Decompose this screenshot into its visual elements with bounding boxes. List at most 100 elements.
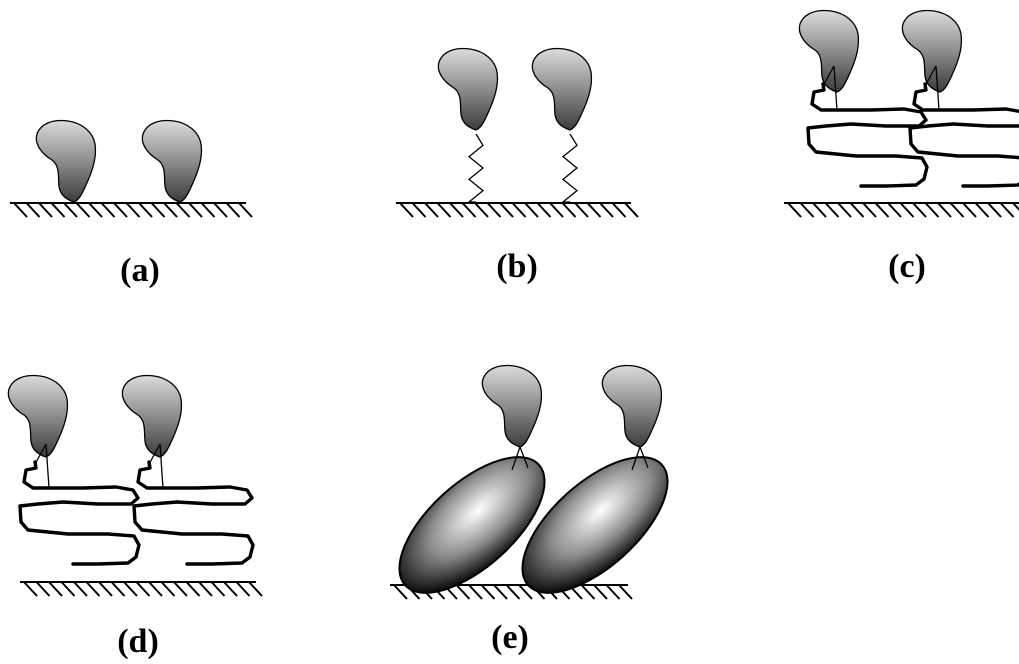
hatch-mark — [812, 202, 827, 218]
spacer-chain — [561, 133, 579, 203]
hatch-mark — [150, 202, 166, 218]
protein-blob-icon — [7, 374, 69, 458]
hatch-mark — [837, 202, 852, 218]
hatch-mark — [98, 581, 113, 597]
hatch-mark — [511, 202, 527, 218]
hatch-mark — [225, 202, 241, 218]
hatch-mark — [200, 202, 216, 218]
hatch-mark — [110, 581, 126, 597]
hatch-mark — [561, 202, 577, 218]
hatch-mark — [411, 202, 427, 218]
hatch-mark — [35, 581, 51, 597]
hatch-mark — [611, 202, 627, 218]
hatch-mark — [949, 202, 965, 218]
hatch-mark — [449, 202, 464, 218]
hatch-mark — [213, 202, 228, 218]
label-a: (a) — [120, 252, 160, 289]
linker — [821, 65, 838, 111]
hatch-mark — [580, 584, 596, 600]
hatch-mark — [549, 202, 564, 218]
protein-blob-icon — [601, 364, 663, 448]
hatch-mark — [468, 584, 483, 600]
hatch-mark — [474, 202, 489, 218]
panel-a — [10, 119, 253, 218]
hatch-mark — [235, 581, 251, 597]
polymer-chain — [806, 82, 929, 188]
hatch-mark — [63, 202, 78, 218]
hatch-mark — [461, 202, 477, 218]
linker — [511, 446, 529, 471]
hatch-mark — [60, 581, 76, 597]
hatch-mark — [536, 202, 552, 218]
hatch-mark — [173, 581, 188, 597]
linker — [147, 443, 164, 489]
hatch-mark — [924, 202, 940, 218]
hatch-mark — [962, 202, 977, 218]
linker — [631, 446, 649, 471]
protein-blob-icon — [141, 119, 203, 203]
hatch-mark — [393, 584, 408, 600]
hatch-mark — [974, 202, 990, 218]
label-d: (d) — [117, 623, 159, 660]
panel-d — [7, 374, 263, 597]
hatch-mark — [455, 584, 471, 600]
label-e: (e) — [491, 619, 529, 656]
hatch-mark — [999, 202, 1015, 218]
hatch-mark — [13, 202, 28, 218]
hatch-mark — [574, 202, 589, 218]
hatch-mark — [73, 581, 88, 597]
hatch-mark — [499, 202, 514, 218]
hatch-mark — [486, 202, 502, 218]
hatch-mark — [899, 202, 915, 218]
panel-e — [390, 364, 669, 600]
hatch-mark — [887, 202, 902, 218]
hatch-mark — [912, 202, 927, 218]
hatch-mark — [824, 202, 840, 218]
hatch-mark — [586, 202, 602, 218]
hatch-mark — [100, 202, 116, 218]
ellipsoid-carrier — [398, 456, 546, 594]
hatch-mark — [605, 584, 621, 600]
label-b: (b) — [496, 248, 538, 285]
hatched-surface-icon — [10, 202, 253, 218]
hatch-mark — [424, 202, 439, 218]
hatch-mark — [135, 581, 151, 597]
hatch-mark — [862, 202, 877, 218]
hatch-mark — [138, 202, 153, 218]
hatched-surface-icon — [784, 202, 1019, 218]
hatch-mark — [50, 202, 66, 218]
hatched-surface-icon — [20, 581, 263, 597]
hatch-mark — [248, 581, 263, 597]
linker — [33, 443, 50, 489]
protein-blob-icon — [121, 374, 183, 458]
hatch-mark — [480, 584, 496, 600]
hatch-mark — [210, 581, 226, 597]
hatch-mark — [399, 202, 414, 218]
polymer-chain — [132, 460, 255, 566]
hatch-mark — [618, 584, 633, 600]
hatch-mark — [48, 581, 63, 597]
panel-b — [396, 47, 639, 218]
hatch-mark — [505, 584, 521, 600]
protein-blob-icon — [798, 9, 860, 93]
protein-blob-icon — [437, 47, 499, 131]
hatch-mark — [524, 202, 539, 218]
protein-blob-icon — [35, 119, 97, 203]
hatch-mark — [787, 202, 802, 218]
hatch-mark — [624, 202, 639, 218]
hatch-mark — [148, 581, 163, 597]
hatch-mark — [198, 581, 213, 597]
hatch-mark — [188, 202, 203, 218]
hatch-mark — [436, 202, 452, 218]
hatch-mark — [163, 202, 178, 218]
hatch-mark — [88, 202, 103, 218]
hatch-mark — [493, 584, 508, 600]
protein-blob-icon — [481, 364, 543, 448]
linker — [923, 65, 940, 111]
label-c: (c) — [888, 248, 926, 285]
protein-blob-icon — [901, 9, 963, 93]
hatch-mark — [85, 581, 101, 597]
hatch-mark — [799, 202, 815, 218]
hatch-mark — [23, 581, 38, 597]
